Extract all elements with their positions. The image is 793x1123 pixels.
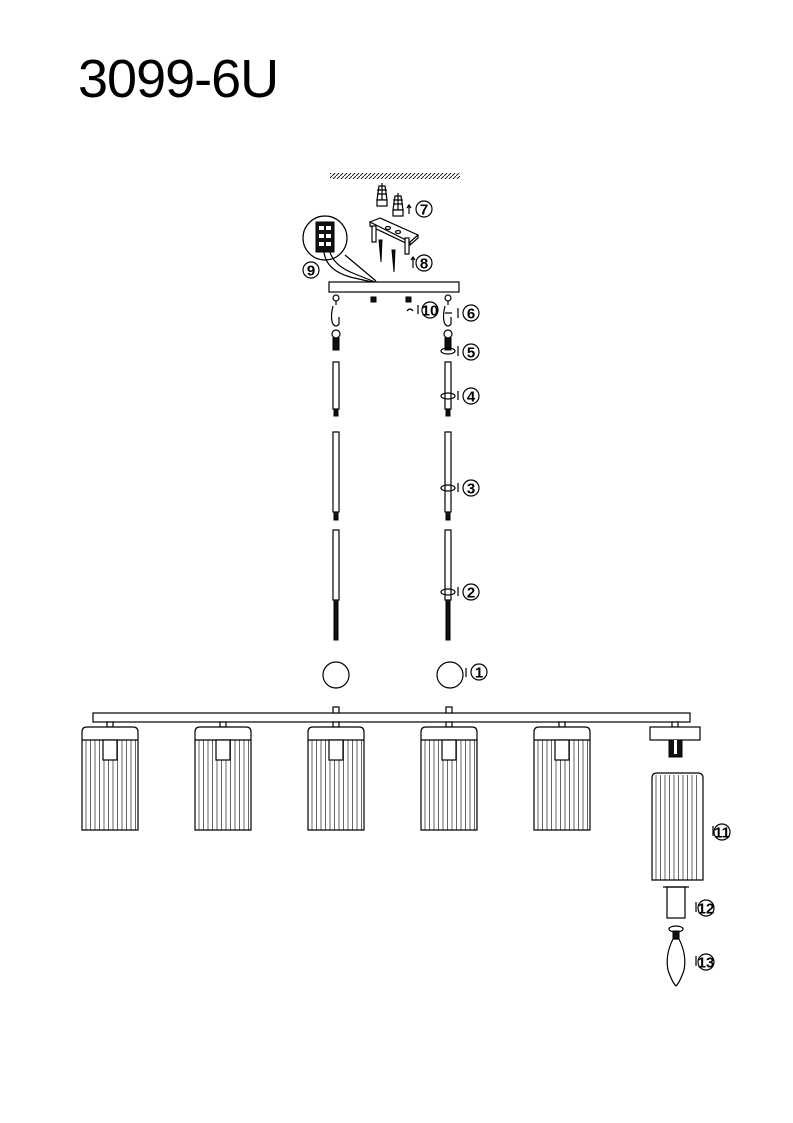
terminal-block-inset <box>302 215 377 283</box>
glass-shade-3 <box>307 721 365 831</box>
socket-cap <box>649 726 701 741</box>
candle-bulb <box>666 925 686 987</box>
shades-group <box>81 721 591 831</box>
step-5-label: 5 <box>467 345 475 362</box>
glass-shade-detached <box>651 772 704 881</box>
rod-cap-left <box>322 661 350 689</box>
hanging-hooks <box>330 294 453 351</box>
step-7-label: 7 <box>420 202 428 219</box>
mounting-bracket <box>368 217 420 273</box>
step-8-label: 8 <box>420 256 428 273</box>
ceiling <box>330 173 460 179</box>
glass-shade-4 <box>420 721 478 831</box>
step-2-label: 2 <box>467 585 475 602</box>
wall-anchors <box>376 183 412 217</box>
canopy <box>328 281 460 293</box>
rod-cap-right <box>436 661 464 689</box>
step-12-label: 12 <box>698 901 715 918</box>
step-9-label: 9 <box>307 263 315 280</box>
socket-sleeve <box>666 886 686 919</box>
glass-shade-2 <box>194 721 252 831</box>
step-3-label: 3 <box>467 481 475 498</box>
step-6-label: 6 <box>467 306 475 323</box>
step-10-label: 10 <box>422 303 439 320</box>
step-11-label: 11 <box>714 825 730 842</box>
glass-shade-1 <box>81 721 139 831</box>
step-1-label: 1 <box>475 665 483 682</box>
glass-shade-5 <box>533 721 591 831</box>
step-13-label: 13 <box>698 955 715 972</box>
step-4-label: 4 <box>467 389 476 406</box>
light-bar <box>92 712 691 723</box>
extension-rods <box>332 361 452 641</box>
model-number-title: 3099-6U <box>78 49 279 109</box>
